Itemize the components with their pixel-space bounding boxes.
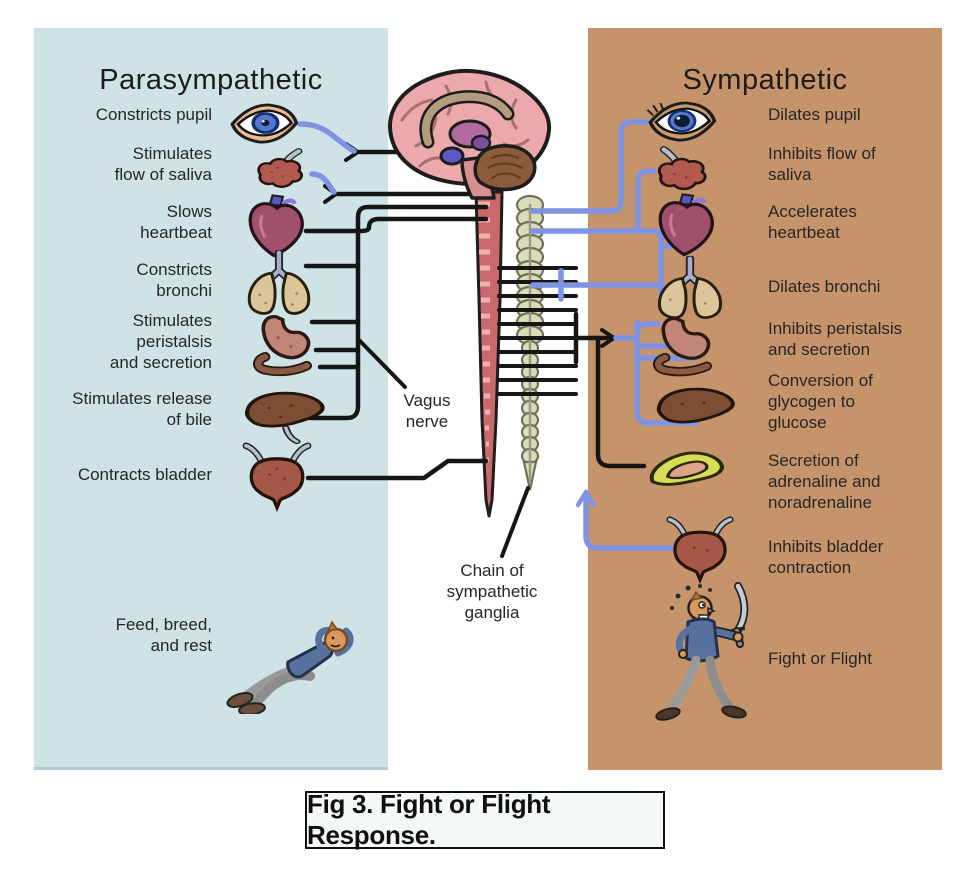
label-fight-or-flight: Fight or Flight xyxy=(768,649,872,668)
label-contracts-bladder: Contracts bladder xyxy=(77,465,212,484)
brain-illustration xyxy=(388,68,552,200)
label-inhibits-saliva: Inhibits flow of saliva xyxy=(768,144,876,184)
fight-person-icon xyxy=(650,578,770,736)
parasympathetic-title: Parasympathetic xyxy=(99,64,323,96)
label-inhibits-peristalsis: Inhibits peristalsis and secretion xyxy=(768,319,903,359)
stomach-icon xyxy=(246,308,326,382)
sympathetic-title: Sympathetic xyxy=(682,64,848,96)
eye-icon xyxy=(228,95,300,151)
bladder-icon xyxy=(240,440,314,512)
label-stimulates-peristalsis: Stimulates peristalsis and secretion xyxy=(109,311,212,372)
label-dilates-pupil: Dilates pupil xyxy=(768,105,861,124)
adrenal-gland-icon xyxy=(640,442,732,506)
label-slows-heartbeat: Slows heartbeat xyxy=(140,202,212,242)
spinal-cord xyxy=(474,190,504,518)
liver-icon xyxy=(650,378,740,440)
sympathetic-chain xyxy=(515,194,545,491)
label-feed-breed-rest: Feed, breed, and rest xyxy=(115,615,212,655)
label-dilates-bronchi: Dilates bronchi xyxy=(768,277,881,296)
label-glycogen-conversion: Conversion of glycogen to glucose xyxy=(768,371,873,432)
label-adrenaline-secretion: Secretion of adrenaline and noradrenalin… xyxy=(768,451,881,512)
label-stimulates-saliva: Stimulates flow of saliva xyxy=(114,144,212,184)
heart-icon xyxy=(650,193,724,263)
bladder-icon xyxy=(664,514,736,584)
stomach-icon xyxy=(646,310,726,382)
label-chain-of-ganglia: Chain of sympathetic ganglia xyxy=(446,561,538,622)
label-constricts-pupil: Constricts pupil xyxy=(95,105,212,124)
label-stimulates-bile: Stimulates release of bile xyxy=(72,389,212,429)
label-constricts-bronchi: Constricts bronchi xyxy=(136,260,212,300)
liver-icon xyxy=(238,382,330,444)
lungs-icon xyxy=(242,250,316,318)
label-inhibits-bladder: Inhibits bladder contraction xyxy=(768,537,884,577)
heart-icon xyxy=(240,194,314,264)
eye-icon xyxy=(646,93,718,149)
label-vagus-nerve: Vagus nerve xyxy=(403,391,451,431)
resting-person-icon xyxy=(218,606,368,714)
salivary-gland-icon xyxy=(248,146,310,198)
label-accelerates-heartbeat: Accelerates heartbeat xyxy=(768,202,857,242)
figure-caption: Fig 3. Fight or Flight Response. xyxy=(305,789,665,850)
figure-caption-text: Fig 3. Fight or Flight Response. xyxy=(307,789,551,850)
salivary-gland-icon xyxy=(648,145,714,201)
